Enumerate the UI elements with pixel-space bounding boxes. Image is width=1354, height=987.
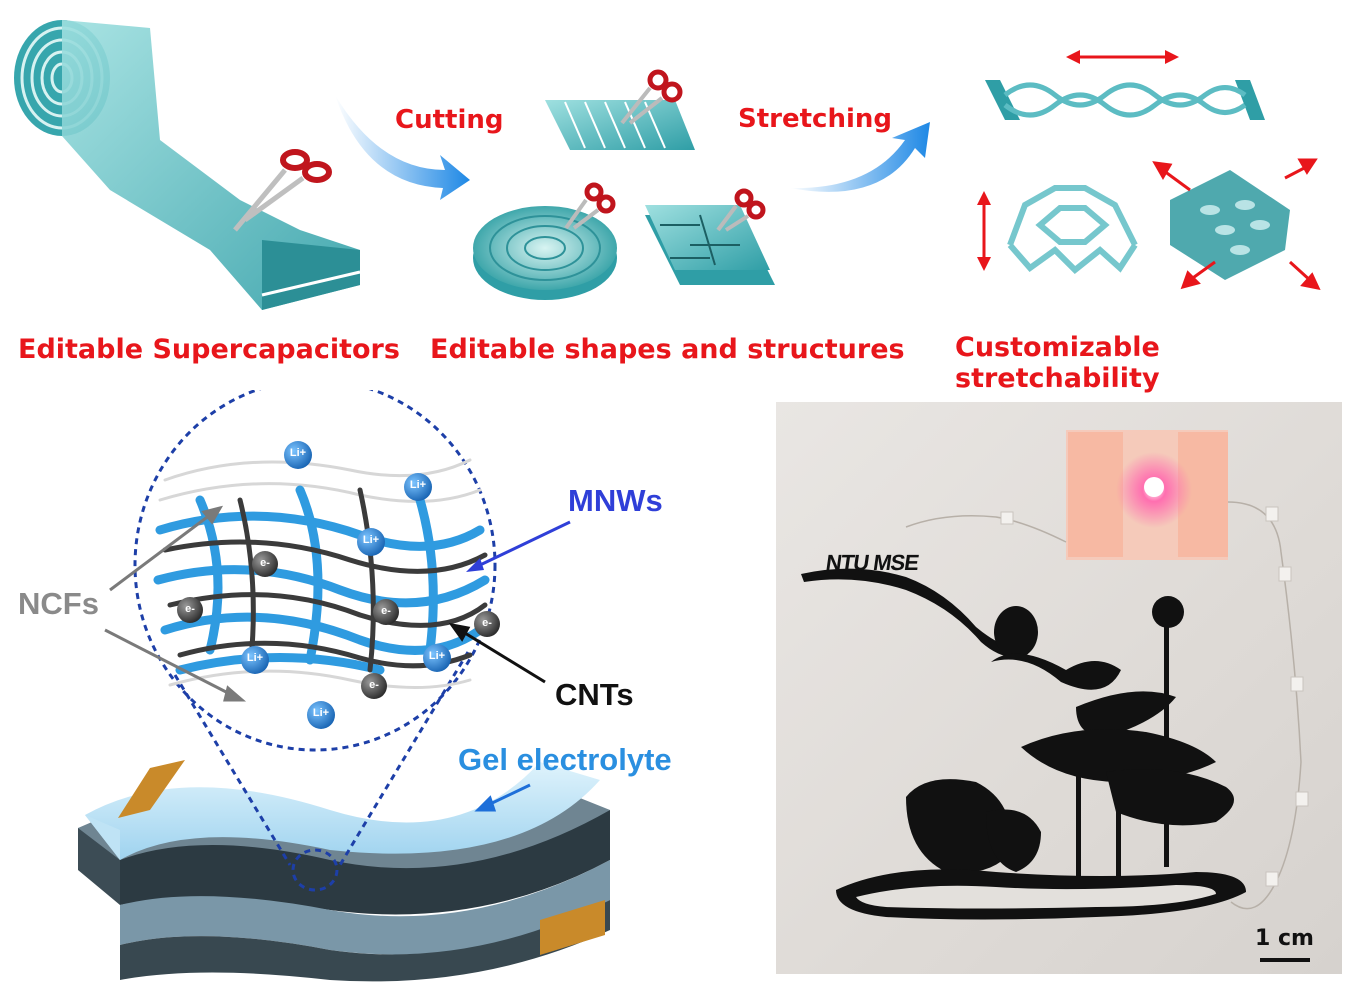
- li-ion-balls: [241, 441, 451, 729]
- supercapacitor-roll-illustration: [14, 20, 361, 310]
- cnts-label: CNTs: [555, 677, 634, 712]
- cnts-pointer-arrow: [448, 622, 546, 684]
- diagonal-stretch-arrows: [1152, 158, 1321, 291]
- mnws-pointer-arrow: [466, 520, 571, 572]
- stretching-arrow: [790, 122, 930, 192]
- caption-customizable-stretchability: Customizable stretchability: [955, 332, 1160, 394]
- engraved-text: NTU MSE: [824, 550, 920, 575]
- zoom-indicator: [133, 390, 497, 892]
- device-photo: 1 cm NTU MSE: [776, 402, 1342, 974]
- stretchable-honeycomb-strip: [985, 80, 1265, 120]
- li-ion-label: Li+: [409, 479, 427, 491]
- electron-label: e-: [381, 605, 391, 617]
- cut-square-illustration: [645, 188, 775, 285]
- caption-editable-supercapacitors: Editable Supercapacitors: [18, 334, 400, 365]
- scissors-icon: [620, 69, 683, 125]
- mnws-label: MNWs: [568, 483, 663, 518]
- gel-electrolyte-label: Gel electrolyte: [458, 742, 672, 777]
- gel-pointer-arrow: [474, 783, 531, 812]
- scissors-icon: [564, 182, 616, 230]
- electron-label: e-: [482, 617, 492, 629]
- electron-label: e-: [260, 557, 270, 569]
- electron-balls: [177, 551, 500, 699]
- scale-bar-label: 1 cm: [1255, 926, 1314, 951]
- supercapacitor-schematic: [78, 390, 610, 982]
- wire-clips: [1000, 506, 1309, 887]
- li-ion-label: Li+: [362, 534, 380, 546]
- scale-bar-line: [1260, 958, 1310, 962]
- electron-label: e-: [369, 679, 379, 691]
- papercut-illustration: [801, 430, 1310, 962]
- cut-rectangle-illustration: [545, 69, 695, 150]
- scissors-icon: [716, 188, 766, 232]
- perforated-sheet-illustration: [1170, 170, 1290, 280]
- honeycomb-lattice-illustration: [1007, 185, 1138, 275]
- electron-label: e-: [185, 603, 195, 615]
- li-ion-label: Li+: [246, 652, 264, 664]
- cut-disc-illustration: [473, 182, 617, 300]
- vertical-stretch-arrow: [977, 191, 991, 271]
- ncfs-pointer-arrows: [104, 505, 247, 702]
- li-ion-label: Li+: [312, 707, 330, 719]
- ncfs-label: NCFs: [18, 586, 99, 621]
- scissors-icon: [233, 149, 332, 232]
- connecting-wire: [905, 501, 1302, 910]
- led-patch: [1066, 430, 1228, 560]
- caption-editable-shapes: Editable shapes and structures: [430, 334, 905, 365]
- stretching-label: Stretching: [738, 104, 892, 134]
- device-stack-illustration: [78, 760, 610, 982]
- li-ion-label: Li+: [428, 650, 446, 662]
- li-ion-label: Li+: [289, 447, 307, 459]
- cutting-arrow: [335, 95, 470, 200]
- horizontal-stretch-arrow: [1066, 50, 1179, 64]
- top-row-diagram: [14, 20, 1321, 310]
- cutting-label: Cutting: [395, 105, 504, 135]
- lotus-papercut-silhouette: [801, 568, 1246, 920]
